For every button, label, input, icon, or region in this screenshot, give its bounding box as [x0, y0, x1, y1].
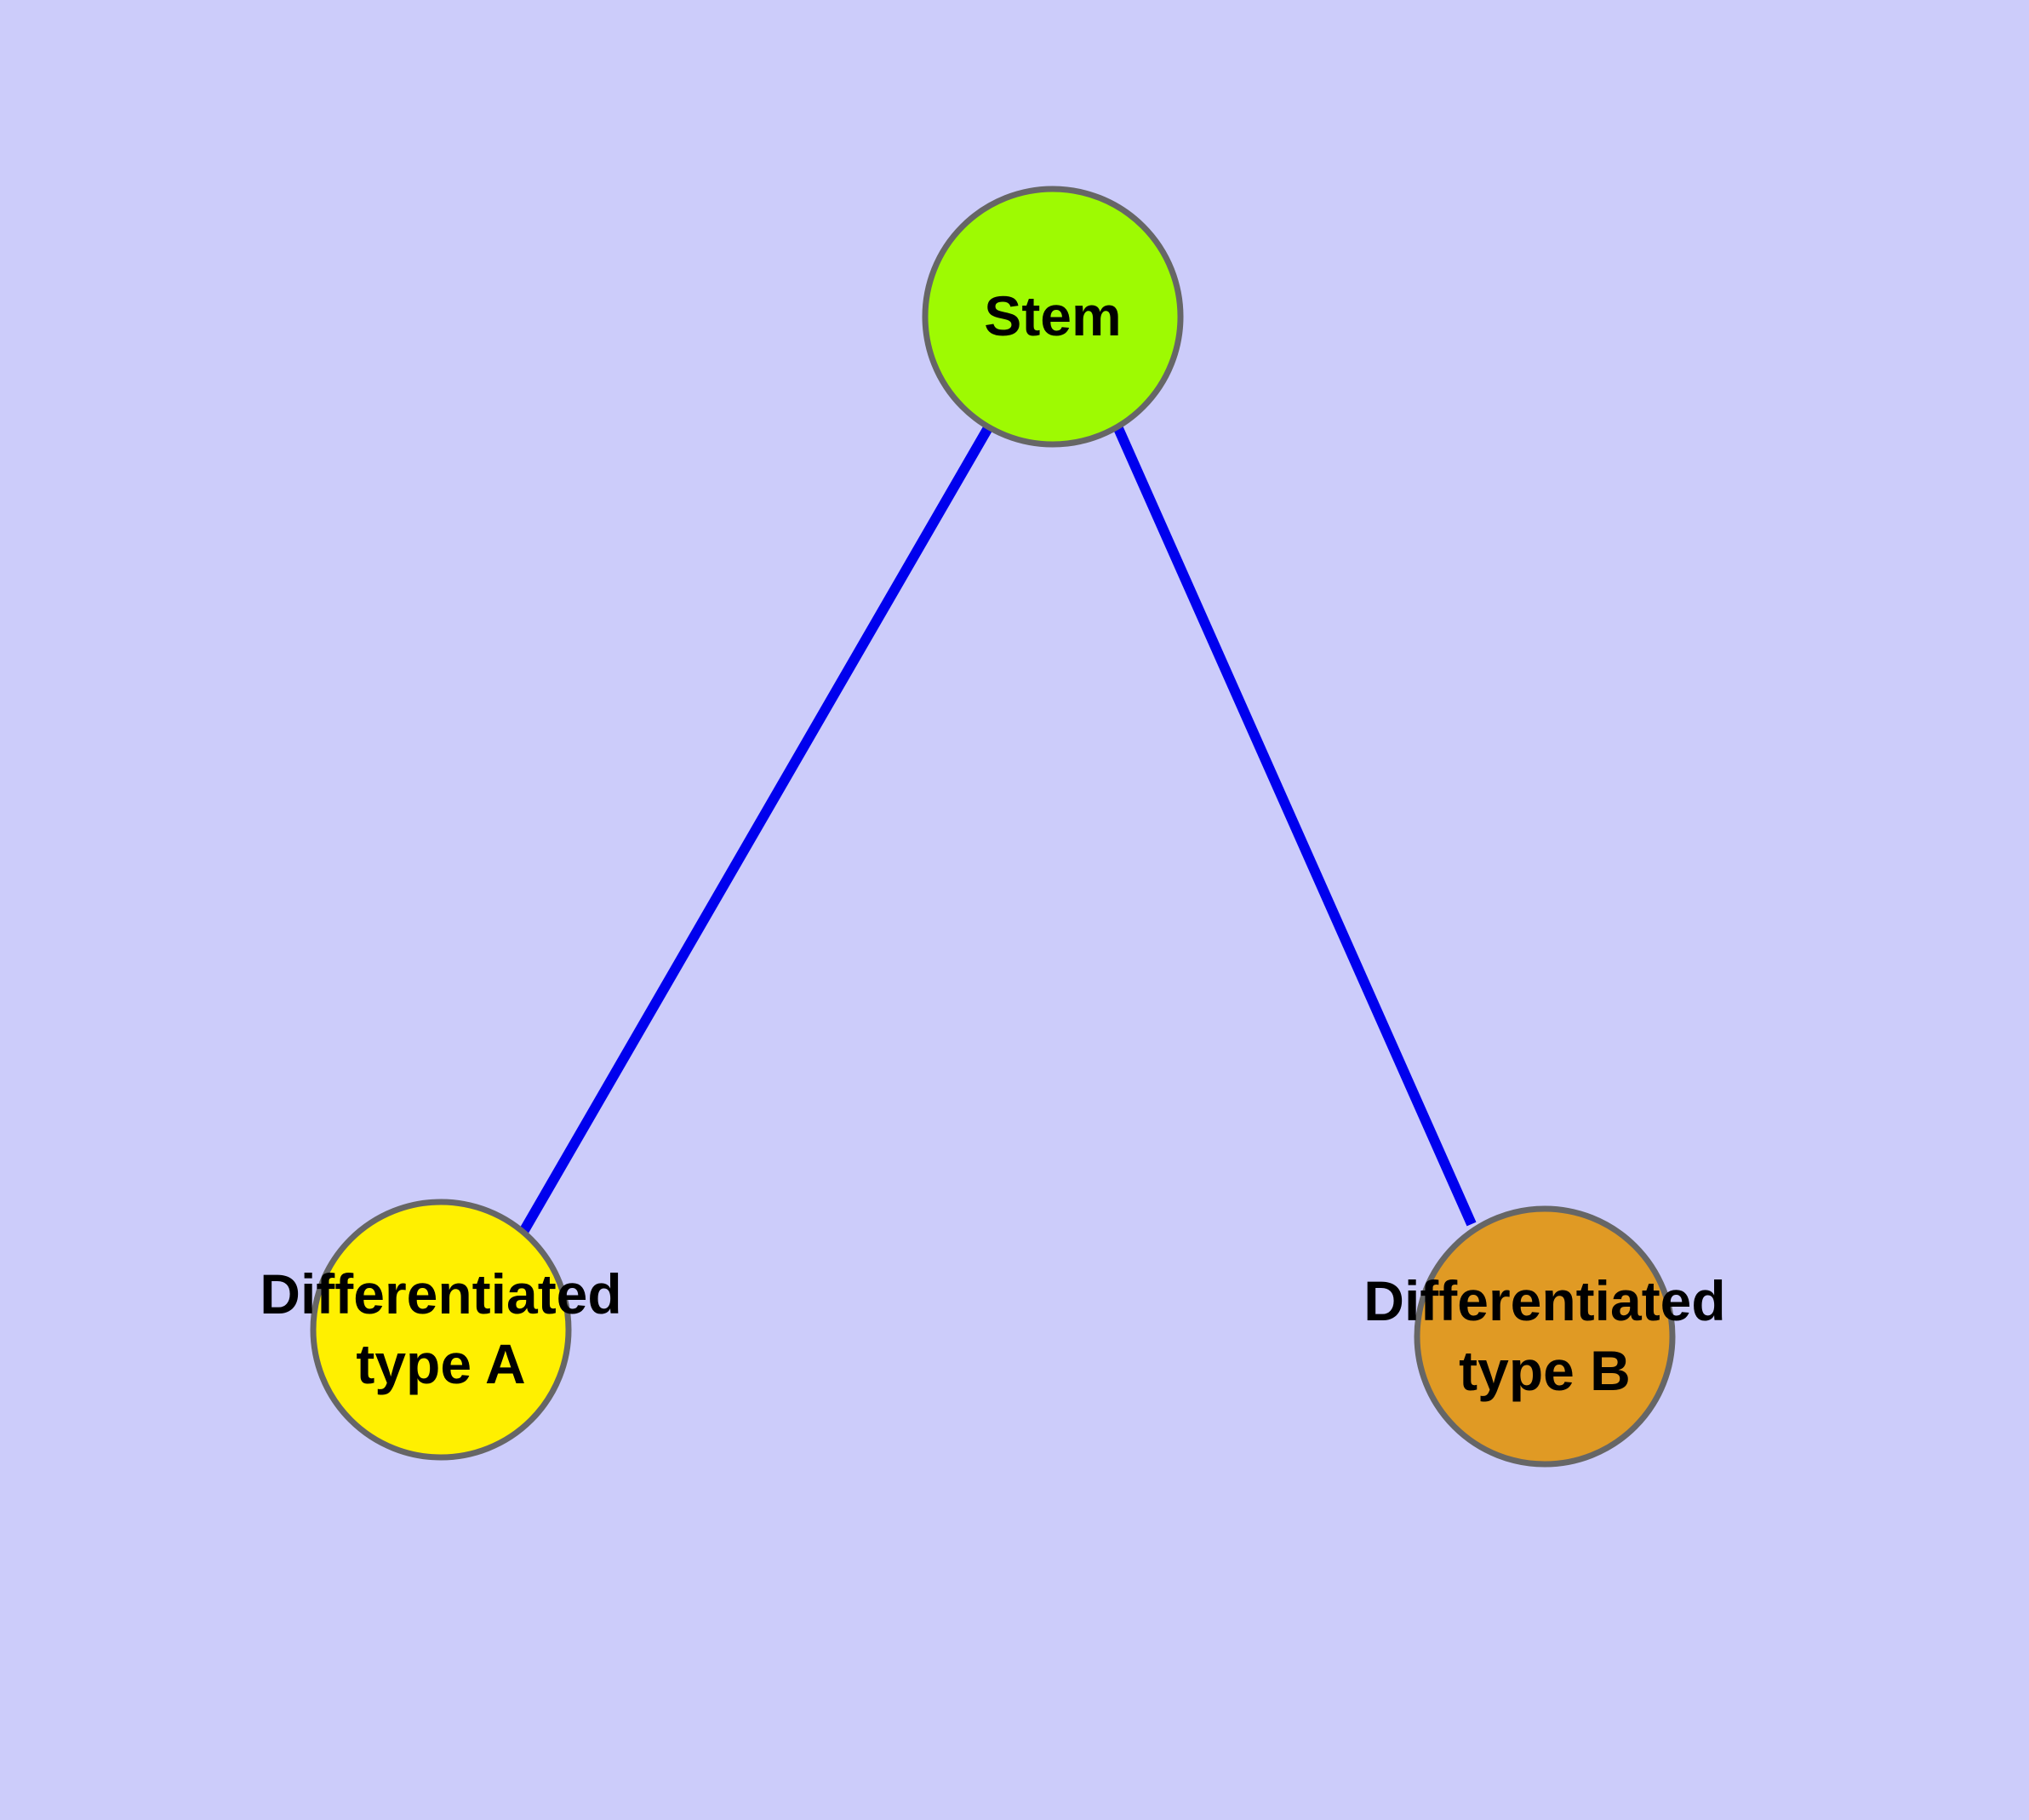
edge-stem-to-b[interactable] [1112, 424, 1477, 1227]
edge-stem-to-a[interactable] [518, 423, 994, 1235]
node-stem[interactable] [922, 186, 1184, 448]
edge-layer [518, 423, 1477, 1235]
node-layer [310, 186, 1676, 1468]
node-diff_a[interactable] [310, 1199, 572, 1461]
node-diff_b[interactable] [1414, 1205, 1676, 1468]
